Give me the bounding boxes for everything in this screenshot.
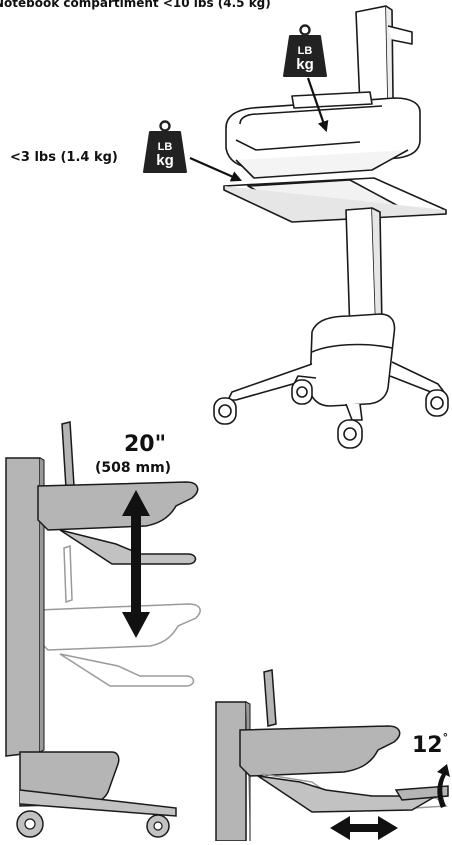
- height-adjust-diagram: [5, 421, 201, 838]
- column-side: [215, 701, 247, 842]
- caster: [16, 810, 44, 838]
- tilt-angle-label: 12°: [412, 731, 449, 758]
- handle-post: [263, 669, 277, 727]
- tilt-diagram: [215, 669, 450, 842]
- cart-base: [309, 313, 396, 407]
- caster: [337, 419, 363, 449]
- tilt-angle-value: 12: [412, 733, 443, 758]
- tilt-degree-symbol: °: [442, 731, 449, 744]
- weight-icon: LB kg: [143, 120, 187, 173]
- cart-handle: [387, 25, 413, 45]
- ghost-position: [37, 544, 201, 687]
- tilt-arrow: [437, 764, 450, 808]
- caster: [146, 814, 170, 838]
- height-travel-label: 20": [124, 432, 167, 457]
- work-surface-raised: [37, 481, 199, 531]
- weight-icon-unit-lb: LB: [158, 141, 173, 153]
- height-travel-metric-label: (508 mm): [95, 460, 172, 476]
- work-surface: [239, 725, 401, 777]
- height-arrow: [122, 490, 150, 638]
- weight-icon: LB kg: [283, 24, 327, 77]
- notebook-pointer-arrow: [306, 77, 329, 133]
- handle-post: [61, 421, 75, 489]
- caster: [425, 389, 449, 417]
- keyboard-pointer-arrow: [189, 156, 243, 182]
- weight-icon-unit-kg: kg: [156, 152, 174, 169]
- weight-icon-unit-lb: LB: [298, 45, 313, 57]
- cart-illustration: [213, 5, 449, 449]
- notebook-weight-label: Notebook compartiment <10 lbs (4.5 kg): [0, 0, 271, 10]
- cart-leg: [389, 361, 445, 395]
- slide-arrow: [330, 816, 398, 840]
- cart-leg: [345, 403, 363, 421]
- cart-mast: [355, 5, 389, 107]
- caster: [213, 397, 237, 425]
- caster: [291, 379, 313, 405]
- column-side: [5, 457, 41, 757]
- keyboard-weight-label: <3 lbs (1.4 kg): [10, 150, 118, 165]
- weight-icon-unit-kg: kg: [296, 56, 314, 73]
